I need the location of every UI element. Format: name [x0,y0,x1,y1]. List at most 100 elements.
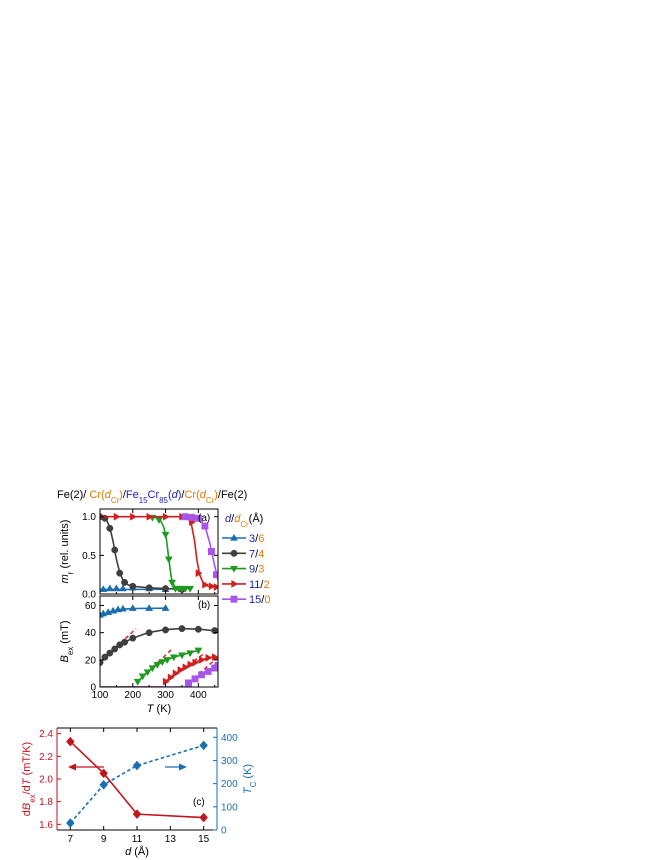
legend-title: d/dCr(Å) [225,512,263,529]
data-point [188,514,196,521]
y-tick-label: 0 [90,683,96,694]
y-right-tick-label: 200 [221,779,238,790]
y-tick-label: 60 [85,601,97,612]
y-right-tick-label: 300 [221,756,238,767]
y-left-tick-label: 2.2 [39,752,53,763]
data-point [185,679,192,687]
data-point [161,604,170,611]
data-point [118,584,127,592]
data-point [128,604,137,611]
panel-a-plot-area [100,512,218,593]
data-point [172,669,180,678]
panel-a-label: (a) [198,513,210,524]
y-right-tick-label: 100 [221,802,238,813]
data-point [204,667,212,675]
panel-b-x-axis-label: T (K) [147,703,171,715]
x-tick-label: 400 [190,690,207,701]
data-point [111,546,119,554]
data-point [191,675,199,683]
legend-entry-label: 15/0 [249,594,270,606]
data-point [121,638,129,646]
data-point [208,582,216,591]
y-right-tick-label: 400 [221,733,238,744]
data-point [214,661,218,669]
panel-c-series-line-left [69,741,204,819]
x-tick-label: 200 [124,690,141,701]
data-point [106,524,114,532]
left-axis-arrow [68,763,104,771]
data-point [186,585,195,593]
data-point [111,645,119,653]
data-point [161,531,170,539]
x-tick-label: 100 [92,690,109,701]
data-point [207,548,215,555]
data-point [168,579,177,587]
x-tick-label: 300 [157,690,174,701]
data-point [192,658,200,667]
legend-entry-label: 3/6 [249,533,264,545]
panel-c-left-axis-label: dBex/dT (mT/K) [21,742,37,816]
panel-a-frame [99,508,219,595]
legend-marker [230,565,238,573]
data-point [148,665,157,673]
panel-c-right-axis-label: TC (K) [242,764,258,794]
data-point [194,625,202,633]
panel-c-x-axis-label: d (Å) [125,845,149,858]
data-point [195,569,203,578]
data-point [101,653,109,661]
data-point [181,513,189,521]
data-point [121,578,129,586]
data-point [177,652,186,660]
y-right-tick-label: 0 [221,826,227,837]
right-axis-arrow [165,763,187,771]
data-point [130,512,137,521]
panel-b-y-axis-label: Bex (mT) [59,621,75,663]
data-point [194,647,203,655]
data-point [145,604,154,611]
data-point [186,650,195,658]
panel-a-y-axis-label: mr (rel. units) [59,520,75,584]
data-point [105,584,114,592]
x-tick-label: 15 [198,834,210,845]
data-point [177,666,185,674]
data-point [146,512,154,521]
data-point [213,583,218,591]
series-fit-line-2 [149,515,191,590]
data-point [198,655,206,664]
data-point [112,584,121,592]
data-point [201,522,209,530]
data-point [66,736,75,747]
panel-b-plot-area [100,604,218,687]
legend-marker [230,533,238,541]
panel-c-label: (c) [193,797,205,808]
panel-a-magnetization-chart: 0.00.51.0(a)mr (rel. units) [59,508,219,601]
y-left-tick-label: 1.8 [39,797,53,808]
data-point [132,760,142,771]
data-point [133,678,142,686]
data-point [167,673,175,682]
panel-b-label: (b) [198,600,210,611]
data-point [198,671,206,679]
y-tick-label: 1.0 [82,512,96,523]
legend-marker [230,595,238,603]
data-point [164,556,173,564]
y-tick-label: 0.5 [82,551,96,562]
legend-marker [230,549,238,557]
data-point [153,661,162,669]
data-point [199,812,208,823]
x-tick-label: 11 [132,834,143,845]
x-tick-label: 13 [165,834,177,845]
data-point [100,585,108,593]
data-point [202,580,210,589]
legend: d/dCr(Å)3/67/49/311/215/0 [222,512,270,606]
data-point [106,649,114,657]
legend-entry-label: 11/2 [249,579,270,591]
data-point [129,582,137,590]
y-tick-label: 40 [85,628,97,639]
data-point [138,673,147,681]
data-point [116,569,124,577]
data-point [145,629,153,637]
